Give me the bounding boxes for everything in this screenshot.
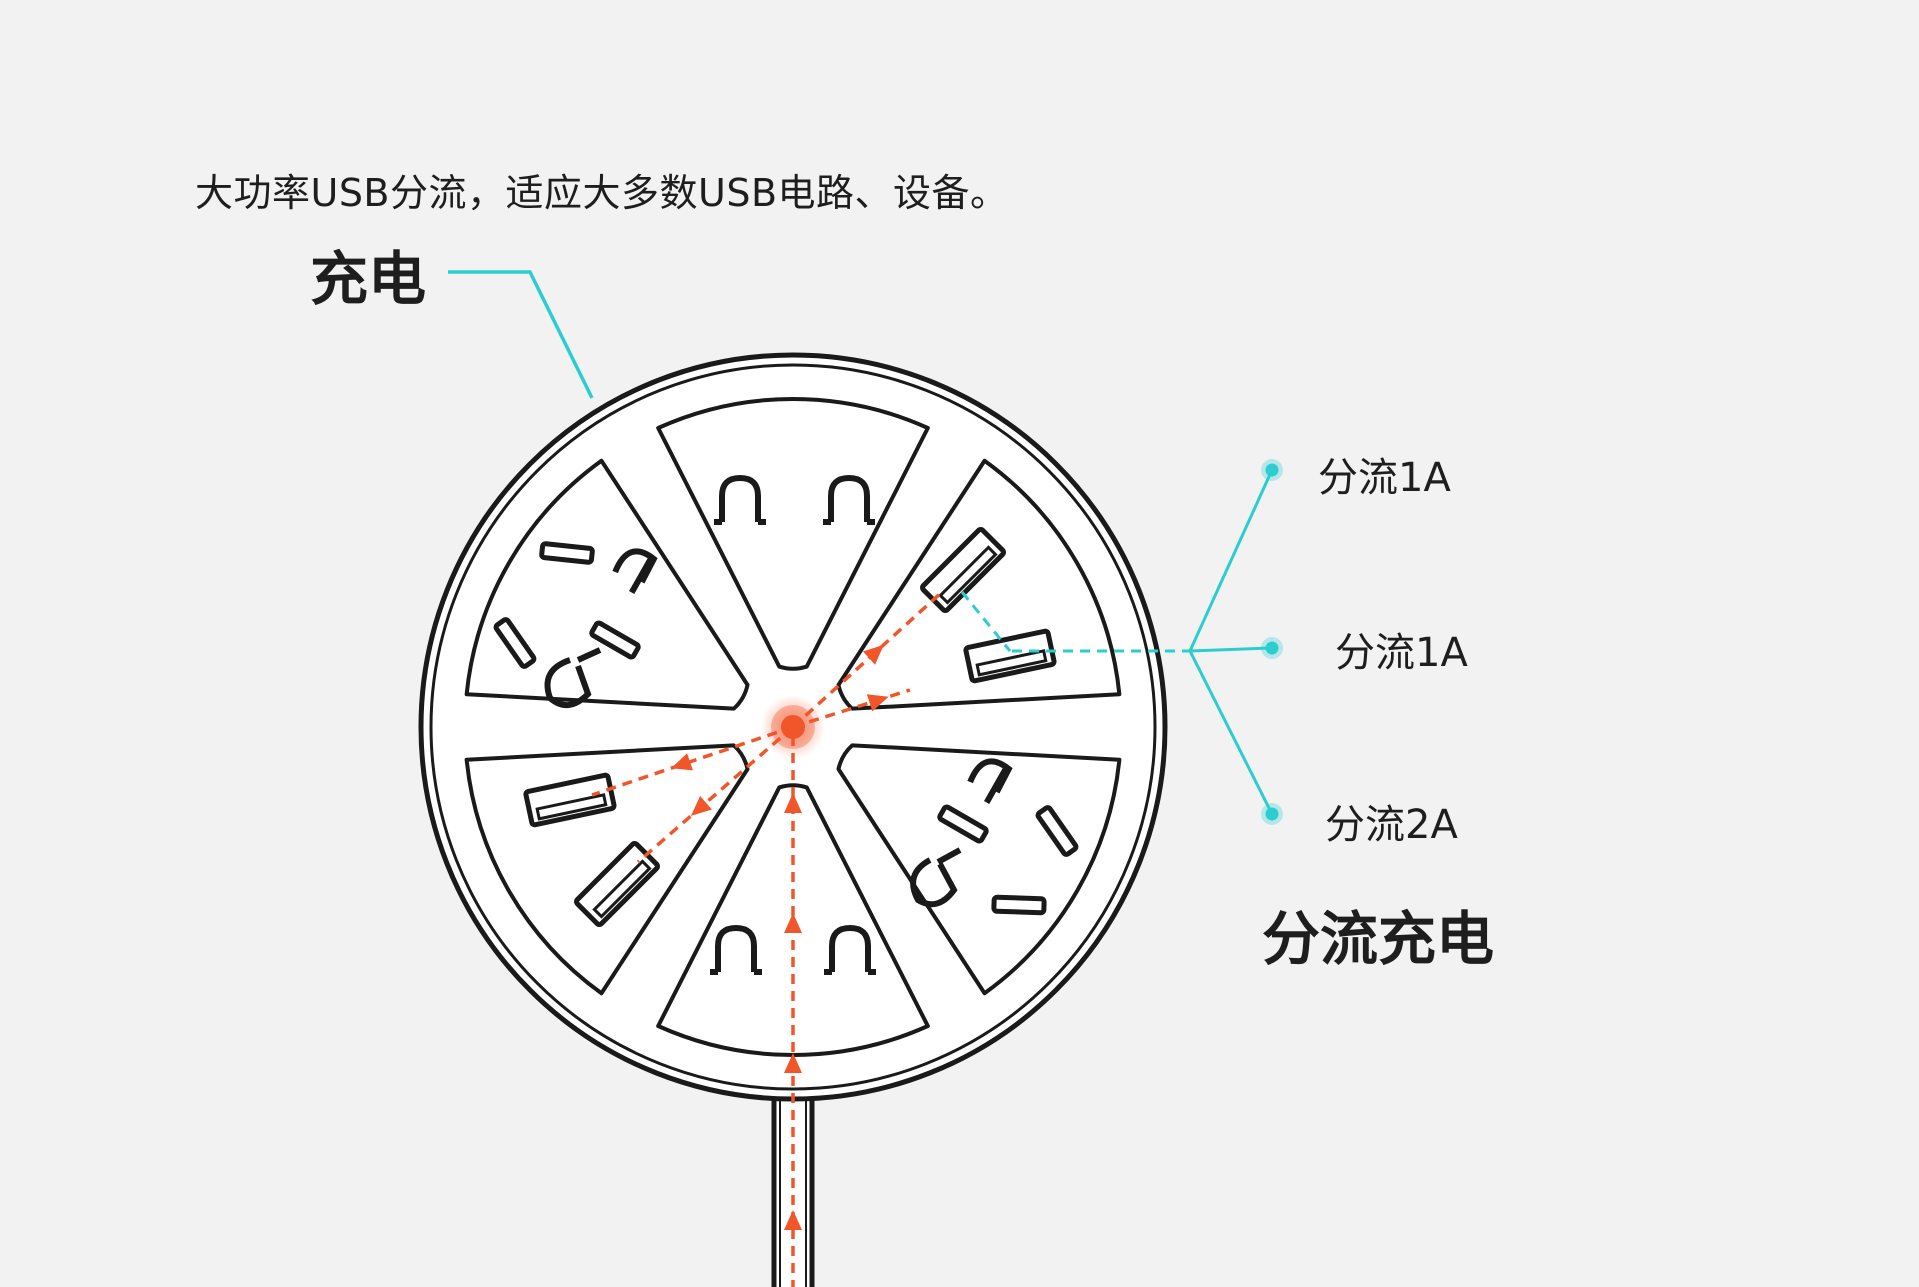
split-label-3: 分流2A [1325, 802, 1458, 848]
socket-segment-6 [464, 458, 750, 711]
usb-port-group [523, 527, 1057, 927]
split-dot-1-core [1265, 463, 1279, 477]
charge-callout-line [448, 270, 594, 399]
split-callout-lines [960, 459, 1283, 825]
ac-socket-icon [823, 474, 875, 525]
usb-port-icon [963, 628, 1057, 684]
socket-segment-1 [656, 397, 930, 671]
split-charge-title: 分流充电 [1262, 905, 1495, 973]
usb-port-icon [523, 772, 617, 828]
split-label-2: 分流1A [1335, 630, 1468, 676]
ac-socket-icon [824, 924, 876, 975]
split-dot-3-core [1265, 807, 1279, 821]
charge-title: 充电 [310, 245, 427, 313]
split-dot-2-core [1265, 641, 1279, 655]
flow-arrow-icon-up-1 [784, 1210, 802, 1230]
current-flow-paths [591, 590, 944, 1287]
flow-line-4 [591, 725, 794, 797]
flow-arrow-icon-up-2 [784, 1053, 802, 1073]
flow-arrow-icon-out-2 [866, 694, 889, 712]
flow-arrow-icon-up-4 [784, 793, 802, 813]
flow-arrow-icon-out-3 [671, 753, 693, 771]
ac-socket-group [493, 474, 1079, 975]
flow-arrow-icon-out-1 [862, 644, 884, 665]
split-label-1: 分流1A [1318, 455, 1451, 501]
subtitle-text: 大功率USB分流，适应大多数USB电路、设备。 [195, 171, 1009, 215]
flow-arrow-icon-out-4 [690, 795, 712, 816]
flow-arrow-icon-up-3 [784, 913, 802, 933]
ac-socket-icon [710, 924, 762, 975]
ac-socket-icon [714, 474, 766, 525]
flow-line-5 [636, 725, 795, 864]
ac-socket-icon [493, 541, 658, 708]
hub-glow-icon [761, 695, 825, 759]
ac-socket-icon [910, 758, 1079, 916]
